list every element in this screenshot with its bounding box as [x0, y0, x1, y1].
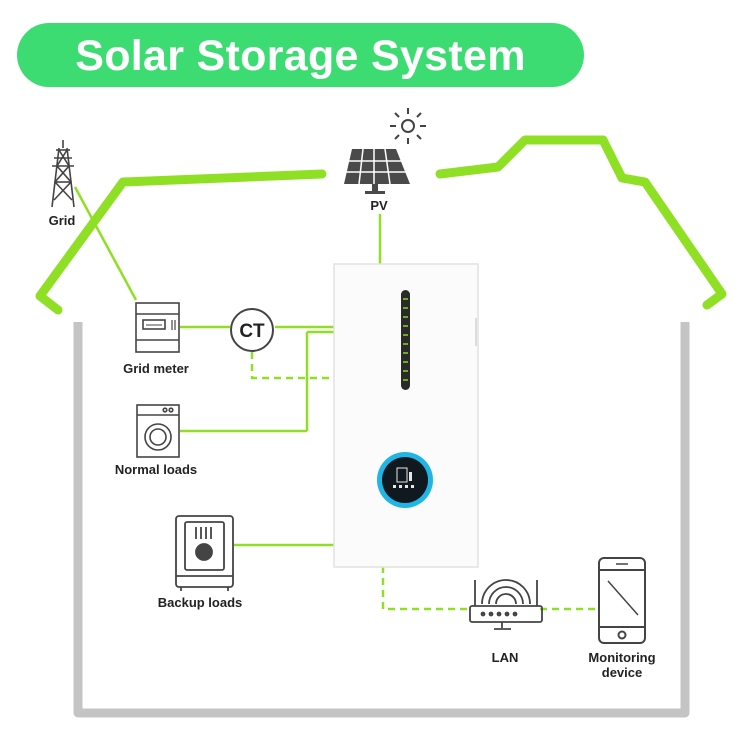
page-title: Solar Storage System: [75, 32, 526, 80]
house-wall: [73, 322, 690, 718]
battery-level-indicator: [401, 290, 410, 390]
inverter-unit: [333, 263, 479, 568]
smartphone-icon: [598, 557, 646, 644]
dashed-links: [250, 352, 596, 611]
backup-load-icon: [175, 515, 234, 591]
pv-label: PV: [370, 198, 388, 213]
monitoring-device-label-line1: Monitoring: [588, 650, 655, 665]
grid-label: Grid: [49, 213, 76, 228]
monitoring-device-label-line2: device: [602, 665, 642, 680]
inverter-display: [382, 457, 428, 503]
grid-tower-icon: [51, 140, 75, 208]
lan-label: LAN: [492, 650, 519, 665]
battery-level-ticks: [403, 298, 408, 381]
washing-machine-icon: [136, 404, 180, 458]
wiring: [73, 186, 382, 547]
inverter-display-readout: [393, 467, 414, 488]
router-icon: [469, 579, 543, 630]
wire-grid-meter: [73, 186, 138, 301]
grid-meter-label: Grid meter: [123, 361, 189, 376]
ct-label: CT: [239, 321, 265, 342]
title-banner: Solar Storage System: [17, 23, 584, 87]
ct-sensor: CT: [230, 308, 274, 352]
ct-signal-link: [250, 352, 334, 380]
normal-loads-label: Normal loads: [115, 462, 197, 477]
house-roof-left: [35, 169, 327, 315]
sun-icon: [390, 108, 426, 144]
house-roof-right: [435, 135, 727, 310]
solar-panel-icon: [344, 148, 410, 194]
backup-loads-label: Backup loads: [158, 595, 243, 610]
grid-meter-icon: [135, 302, 180, 353]
lan-link: [381, 566, 470, 611]
